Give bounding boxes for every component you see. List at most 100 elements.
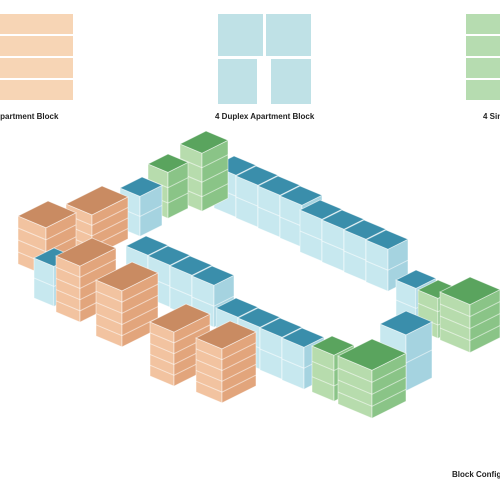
duplex-block-right-2-top-face (379, 310, 433, 336)
single-block-top-2-floor-line (167, 177, 189, 189)
apartment-block-4-floor-line (121, 283, 159, 303)
apartment-block-4-floor-line (121, 306, 159, 325)
apartment-block-4-floor-line (95, 301, 123, 314)
duplex-block-right-1-top-face (395, 269, 437, 289)
single-block-top-1-top-face (179, 130, 229, 154)
single-block-right-2-floor-line (469, 313, 500, 330)
duplex-block-back-5-top-face (299, 199, 343, 220)
single-block-top-2-top-face (147, 153, 189, 173)
single-block-right-2-floor-line (439, 327, 471, 342)
apartment-block-6-floor-line (195, 380, 223, 393)
single-block-right-2-floor-line (469, 301, 500, 318)
duplex-block-front-4-floor-line (281, 358, 305, 369)
apartment-block-6-left-face (195, 337, 223, 404)
duplex-block-right-1-floor-line (395, 299, 417, 309)
duplex-block-front-3-top-face (259, 317, 303, 338)
apartment-block-6-floor-line (195, 369, 223, 382)
apartment-block-5-floor-line (149, 343, 175, 355)
apartment-block-6-floor-line (195, 359, 223, 371)
apartment-block-4-floor-line (95, 313, 123, 325)
single-block-front-2-top-face (337, 338, 407, 371)
apartment-block-5-floor-line (149, 332, 175, 344)
legend-duplex-swatch (218, 14, 311, 104)
legend-apartment-caption: 4 Apartment Block (0, 112, 59, 121)
single-block-front-1-top-face (311, 335, 355, 356)
single-block-right-2-floor-line (439, 315, 471, 330)
duplex-block-front-1-top-face (215, 297, 259, 318)
single-block-front-2-floor-line (371, 364, 407, 383)
apartment-block-3-floor-line (55, 266, 81, 278)
duplex-block-mid-4-floor-line (191, 296, 215, 307)
duplex-block-back-8-floor-line (365, 260, 389, 271)
apartment-block-2-floor-line (45, 224, 77, 241)
apartment-block-3-left-face (55, 255, 81, 323)
duplex-block-back-8-top-face (365, 229, 409, 250)
duplex-block-back-2-top-face (235, 165, 279, 186)
apartment-block-6-floor-line (195, 348, 223, 361)
single-block-right-1-floor-line (417, 302, 439, 313)
apartment-block-3-floor-line (55, 289, 81, 301)
duplex-block-left-1-floor-line (33, 277, 55, 287)
duplex-block-back-2-floor-line (235, 196, 259, 207)
duplex-block-mid-1-top-face (125, 235, 169, 256)
apartment-block-2-top-face (17, 200, 77, 229)
duplex-block-mid-3-top-face (169, 255, 213, 276)
duplex-block-back-6-top-face (321, 209, 365, 230)
apartment-block-4-top-face (95, 261, 159, 292)
apartment-block-5-left-face (149, 321, 175, 387)
single-block-front-2-floor-line (371, 388, 407, 407)
apartment-block-4-floor-line (121, 294, 159, 314)
single-block-right-2-top-face (439, 276, 500, 306)
apartment-block-6-floor-line (221, 374, 257, 393)
duplex-block-back-7-top-face (343, 219, 387, 240)
single-block-top-1-floor-line (201, 183, 229, 198)
duplex-block-corner-1-floor-line (139, 204, 163, 217)
single-block-top-2-floor-line (167, 192, 189, 204)
apartment-block-1-floor-line (91, 206, 129, 226)
single-block-top-1-floor-line (201, 154, 229, 169)
legend-single-swatch (466, 14, 500, 102)
apartment-block-1-floor-line (91, 217, 129, 237)
legend-single-caption: 4 Sin (483, 112, 500, 121)
duplex-block-mid-4-top-face (191, 265, 235, 286)
single-block-right-2-floor-line (439, 303, 471, 318)
duplex-block-mid-4-floor-line (213, 295, 235, 307)
apartment-block-4-left-face (95, 279, 123, 348)
apartment-block-3-floor-line (79, 258, 117, 278)
duplex-block-front-2-top-face (237, 307, 281, 328)
duplex-block-back-4-floor-line (279, 216, 303, 227)
single-block-front-1-floor-line (311, 376, 335, 387)
apartment-block-5-top-face (149, 303, 211, 333)
single-block-top-1-floor-line (179, 158, 203, 169)
apartment-block-4-floor-line (95, 324, 123, 337)
duplex-block-back-7-floor-line (343, 250, 367, 261)
apartment-block-6-top-face (195, 320, 257, 350)
duplex-block-back-3-floor-line (257, 206, 281, 217)
apartment-block-3-floor-line (55, 300, 81, 312)
apartment-block-6-floor-line (221, 353, 257, 371)
duplex-block-back-3-top-face (257, 175, 301, 196)
duplex-block-right-2-floor-line (405, 349, 433, 364)
duplex-block-back-5-floor-line (299, 230, 323, 241)
single-block-top-1-floor-line (201, 168, 229, 183)
legend-duplex-caption: 4 Duplex Apartment Block (215, 112, 315, 121)
apartment-block-6-floor-line (221, 363, 257, 382)
duplex-block-mid-2-top-face (147, 245, 191, 266)
duplex-block-mid-3-floor-line (169, 286, 193, 297)
single-block-front-2-floor-line (371, 376, 407, 395)
apartment-block-5-floor-line (149, 364, 175, 376)
apartment-block-6-floor-line (221, 342, 257, 361)
duplex-block-front-4-top-face (281, 327, 325, 348)
apartment-block-2-floor-line (17, 227, 47, 241)
apartment-block-4-floor-line (95, 290, 123, 303)
apartment-block-3-floor-line (55, 277, 81, 289)
single-block-front-2-floor-line (337, 367, 373, 383)
duplex-block-back-6-floor-line (321, 240, 345, 251)
single-block-right-2-floor-line (469, 325, 500, 342)
apartment-block-1-top-face (65, 185, 129, 216)
single-block-front-2-floor-line (337, 391, 373, 407)
duplex-block-front-3-floor-line (259, 348, 283, 359)
duplex-block-back-4-top-face (279, 185, 323, 206)
apartment-block-5-floor-line (173, 324, 211, 344)
